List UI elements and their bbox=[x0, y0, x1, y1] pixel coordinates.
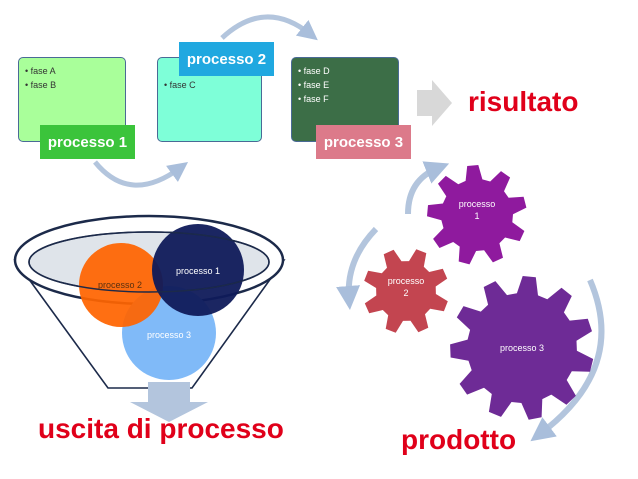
funnel-output-label: uscita di processo bbox=[38, 413, 284, 444]
gear-arrow-to-output bbox=[530, 278, 605, 442]
gear-label-processo-3: processo 3 bbox=[500, 343, 544, 353]
gear-processo-1 bbox=[427, 165, 527, 265]
gear-processo-2 bbox=[364, 249, 448, 333]
step-1-phase: fase A bbox=[25, 64, 125, 78]
step-3-phase: fase F bbox=[298, 92, 398, 106]
step-1-phase-list: fase A fase B bbox=[25, 64, 125, 92]
gear-arrow-to-1 bbox=[405, 161, 450, 215]
funnel-label-processo-1: processo 1 bbox=[176, 266, 220, 276]
step-tag-3: processo 3 bbox=[316, 125, 411, 159]
step-2-phase-list: fase C bbox=[164, 78, 261, 92]
step-tag-2: processo 2 bbox=[179, 42, 274, 76]
funnel-label-processo-2: processo 2 bbox=[98, 280, 142, 290]
funnel-output-arrow bbox=[130, 382, 208, 422]
gears-output-label: prodotto bbox=[401, 424, 517, 455]
step-tag-1: processo 1 bbox=[40, 125, 135, 159]
funnel-circle-processo-2 bbox=[79, 243, 163, 327]
step-3-phase: fase E bbox=[298, 78, 398, 92]
curve-arrow-2-3 bbox=[220, 14, 318, 41]
step-3-phase-list: fase D fase E fase F bbox=[298, 64, 398, 106]
gear-arrow-2 bbox=[336, 226, 379, 310]
funnel-rim-front bbox=[28, 231, 270, 293]
step-2-phase: fase C bbox=[164, 78, 261, 92]
result-label: risultato bbox=[468, 86, 579, 117]
funnel-circle-processo-1 bbox=[152, 224, 244, 316]
gear-processo-3 bbox=[450, 276, 594, 420]
curve-arrow-1-2 bbox=[93, 160, 189, 188]
step-3-phase: fase D bbox=[298, 64, 398, 78]
result-arrow bbox=[417, 80, 452, 126]
step-1-phase: fase B bbox=[25, 78, 125, 92]
funnel-label-processo-3: processo 3 bbox=[147, 330, 191, 340]
